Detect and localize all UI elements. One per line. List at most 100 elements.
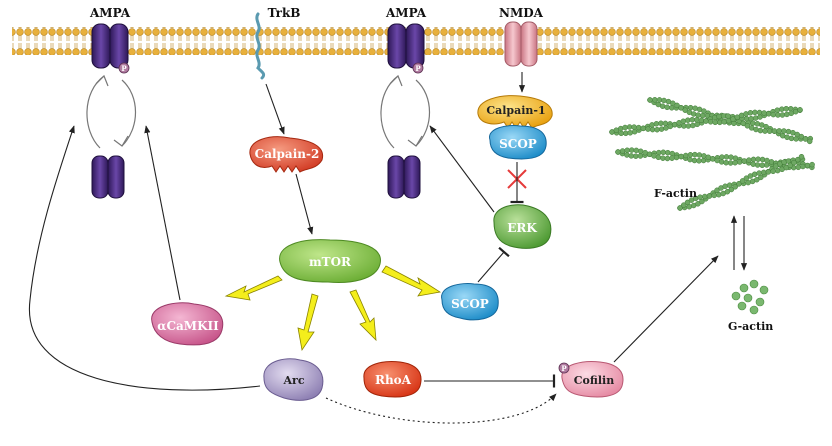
- ampa-receptor-left: P: [91, 23, 130, 74]
- scop-top-node: SCOP: [489, 125, 547, 160]
- ampa-mid-label: AMPA: [385, 6, 427, 20]
- actin-monomer: [728, 186, 735, 193]
- actin-monomer: [660, 149, 667, 156]
- actin-monomer: [664, 104, 670, 111]
- actin-monomer: [746, 157, 752, 163]
- cofilin-node: P Cofilin: [558, 361, 624, 398]
- phospho-label-cofilin: P: [561, 364, 567, 373]
- mtor-yellow-arrows: [224, 265, 442, 352]
- actin-monomer: [727, 160, 734, 166]
- actin-monomer: [774, 107, 781, 113]
- actin-monomer: [723, 159, 729, 166]
- actin-monomer: [691, 157, 698, 164]
- actin-monomer: [658, 120, 664, 127]
- calpain1-label: Calpain-1: [486, 104, 545, 117]
- scop-mid-node: SCOP: [441, 283, 499, 321]
- actin-monomer: [797, 107, 803, 113]
- actin-monomer: [750, 120, 756, 126]
- cofilin-label: Cofilin: [574, 374, 614, 387]
- recycling-arrows-left: [86, 74, 137, 149]
- actin-monomer: [637, 148, 644, 155]
- actin-monomer: [756, 170, 762, 176]
- actin-monomer: [697, 194, 703, 200]
- actin-monomer: [627, 130, 633, 136]
- actin-monomer: [633, 147, 640, 154]
- actin-monomer: [692, 151, 698, 158]
- f-actin-label: F-actin: [654, 187, 697, 200]
- actin-monomer: [748, 115, 754, 122]
- arc-node: Arc: [263, 358, 324, 401]
- actin-monomer: [622, 124, 628, 131]
- actin-monomer: [776, 128, 782, 134]
- recycling-arrows-mid: [380, 74, 431, 149]
- actin-monomer: [770, 168, 776, 175]
- actin-monomer: [687, 152, 694, 158]
- actin-monomer: [766, 128, 773, 134]
- actin-monomer: [718, 159, 725, 165]
- actin-monomer: [631, 124, 637, 130]
- actin-monomer: [779, 112, 786, 118]
- actin-monomer: [635, 124, 642, 131]
- actin-monomer: [660, 155, 666, 161]
- actin-monomer: [787, 162, 793, 169]
- trkb-receptor: [255, 12, 266, 80]
- calpain2-label: Calpain-2: [255, 147, 320, 161]
- actin-monomer: [698, 117, 705, 124]
- actin-monomer: [628, 153, 635, 159]
- actin-monomer: [619, 148, 626, 154]
- actin-monomer: [747, 110, 754, 116]
- rhoa-label: RhoA: [375, 373, 412, 387]
- actin-monomer: [728, 154, 734, 160]
- actin-monomer: [795, 164, 802, 171]
- internalized-ampa-mid: [387, 155, 421, 199]
- actin-monomer: [761, 110, 767, 116]
- arc-label: Arc: [282, 374, 304, 387]
- actin-monomer: [700, 157, 707, 164]
- actin-monomer: [662, 120, 669, 127]
- actin-monomer: [674, 102, 680, 109]
- trkb-label: TrkB: [268, 6, 301, 20]
- actin-monomer: [652, 97, 658, 103]
- actin-monomer: [696, 152, 703, 158]
- actin-monomer: [633, 153, 639, 159]
- actin-monomer: [654, 126, 660, 133]
- actin-monomer: [680, 202, 687, 208]
- calpain1-node: Calpain-1: [477, 95, 553, 129]
- actin-monomer: [762, 128, 768, 134]
- actin-monomer: [791, 159, 797, 166]
- actin-monomer: [723, 154, 730, 160]
- actin-monomer: [656, 97, 663, 103]
- actin-monomer: [755, 156, 761, 162]
- actin-monomer: [680, 118, 687, 125]
- actin-monomer: [781, 128, 787, 134]
- actin-monomer: [661, 97, 667, 104]
- phospho-label-ampa-left: P: [121, 64, 127, 73]
- actin-monomer: [757, 127, 764, 134]
- actin-monomer: [683, 152, 689, 159]
- actin-monomer: [719, 154, 725, 160]
- mtor-node: mTOR: [279, 239, 381, 283]
- actin-monomer: [696, 158, 702, 164]
- actin-monomer: [798, 153, 805, 160]
- actin-monomer: [695, 112, 701, 118]
- actin-monomer: [656, 149, 662, 156]
- actin-monomer: [764, 157, 770, 164]
- actin-monomer: [655, 154, 662, 161]
- f-actin-filaments: [609, 97, 815, 211]
- actin-monomer: [711, 192, 717, 199]
- actin-monomer: [725, 113, 731, 119]
- scop-top-label: SCOP: [499, 137, 537, 151]
- actin-monomer: [752, 109, 758, 116]
- actin-monomer: [628, 147, 635, 153]
- ampa-receptor-mid: P: [387, 23, 425, 74]
- actin-monomer: [756, 109, 763, 116]
- actin-monomer: [709, 156, 716, 162]
- actin-monomer: [754, 162, 761, 168]
- actin-monomer: [618, 130, 624, 137]
- actin-monomer: [687, 156, 693, 163]
- nmda-label: NMDA: [499, 6, 544, 20]
- actin-monomer: [800, 163, 806, 170]
- actin-monomer: [712, 119, 718, 126]
- phospho-label-ampa-mid: P: [415, 64, 421, 73]
